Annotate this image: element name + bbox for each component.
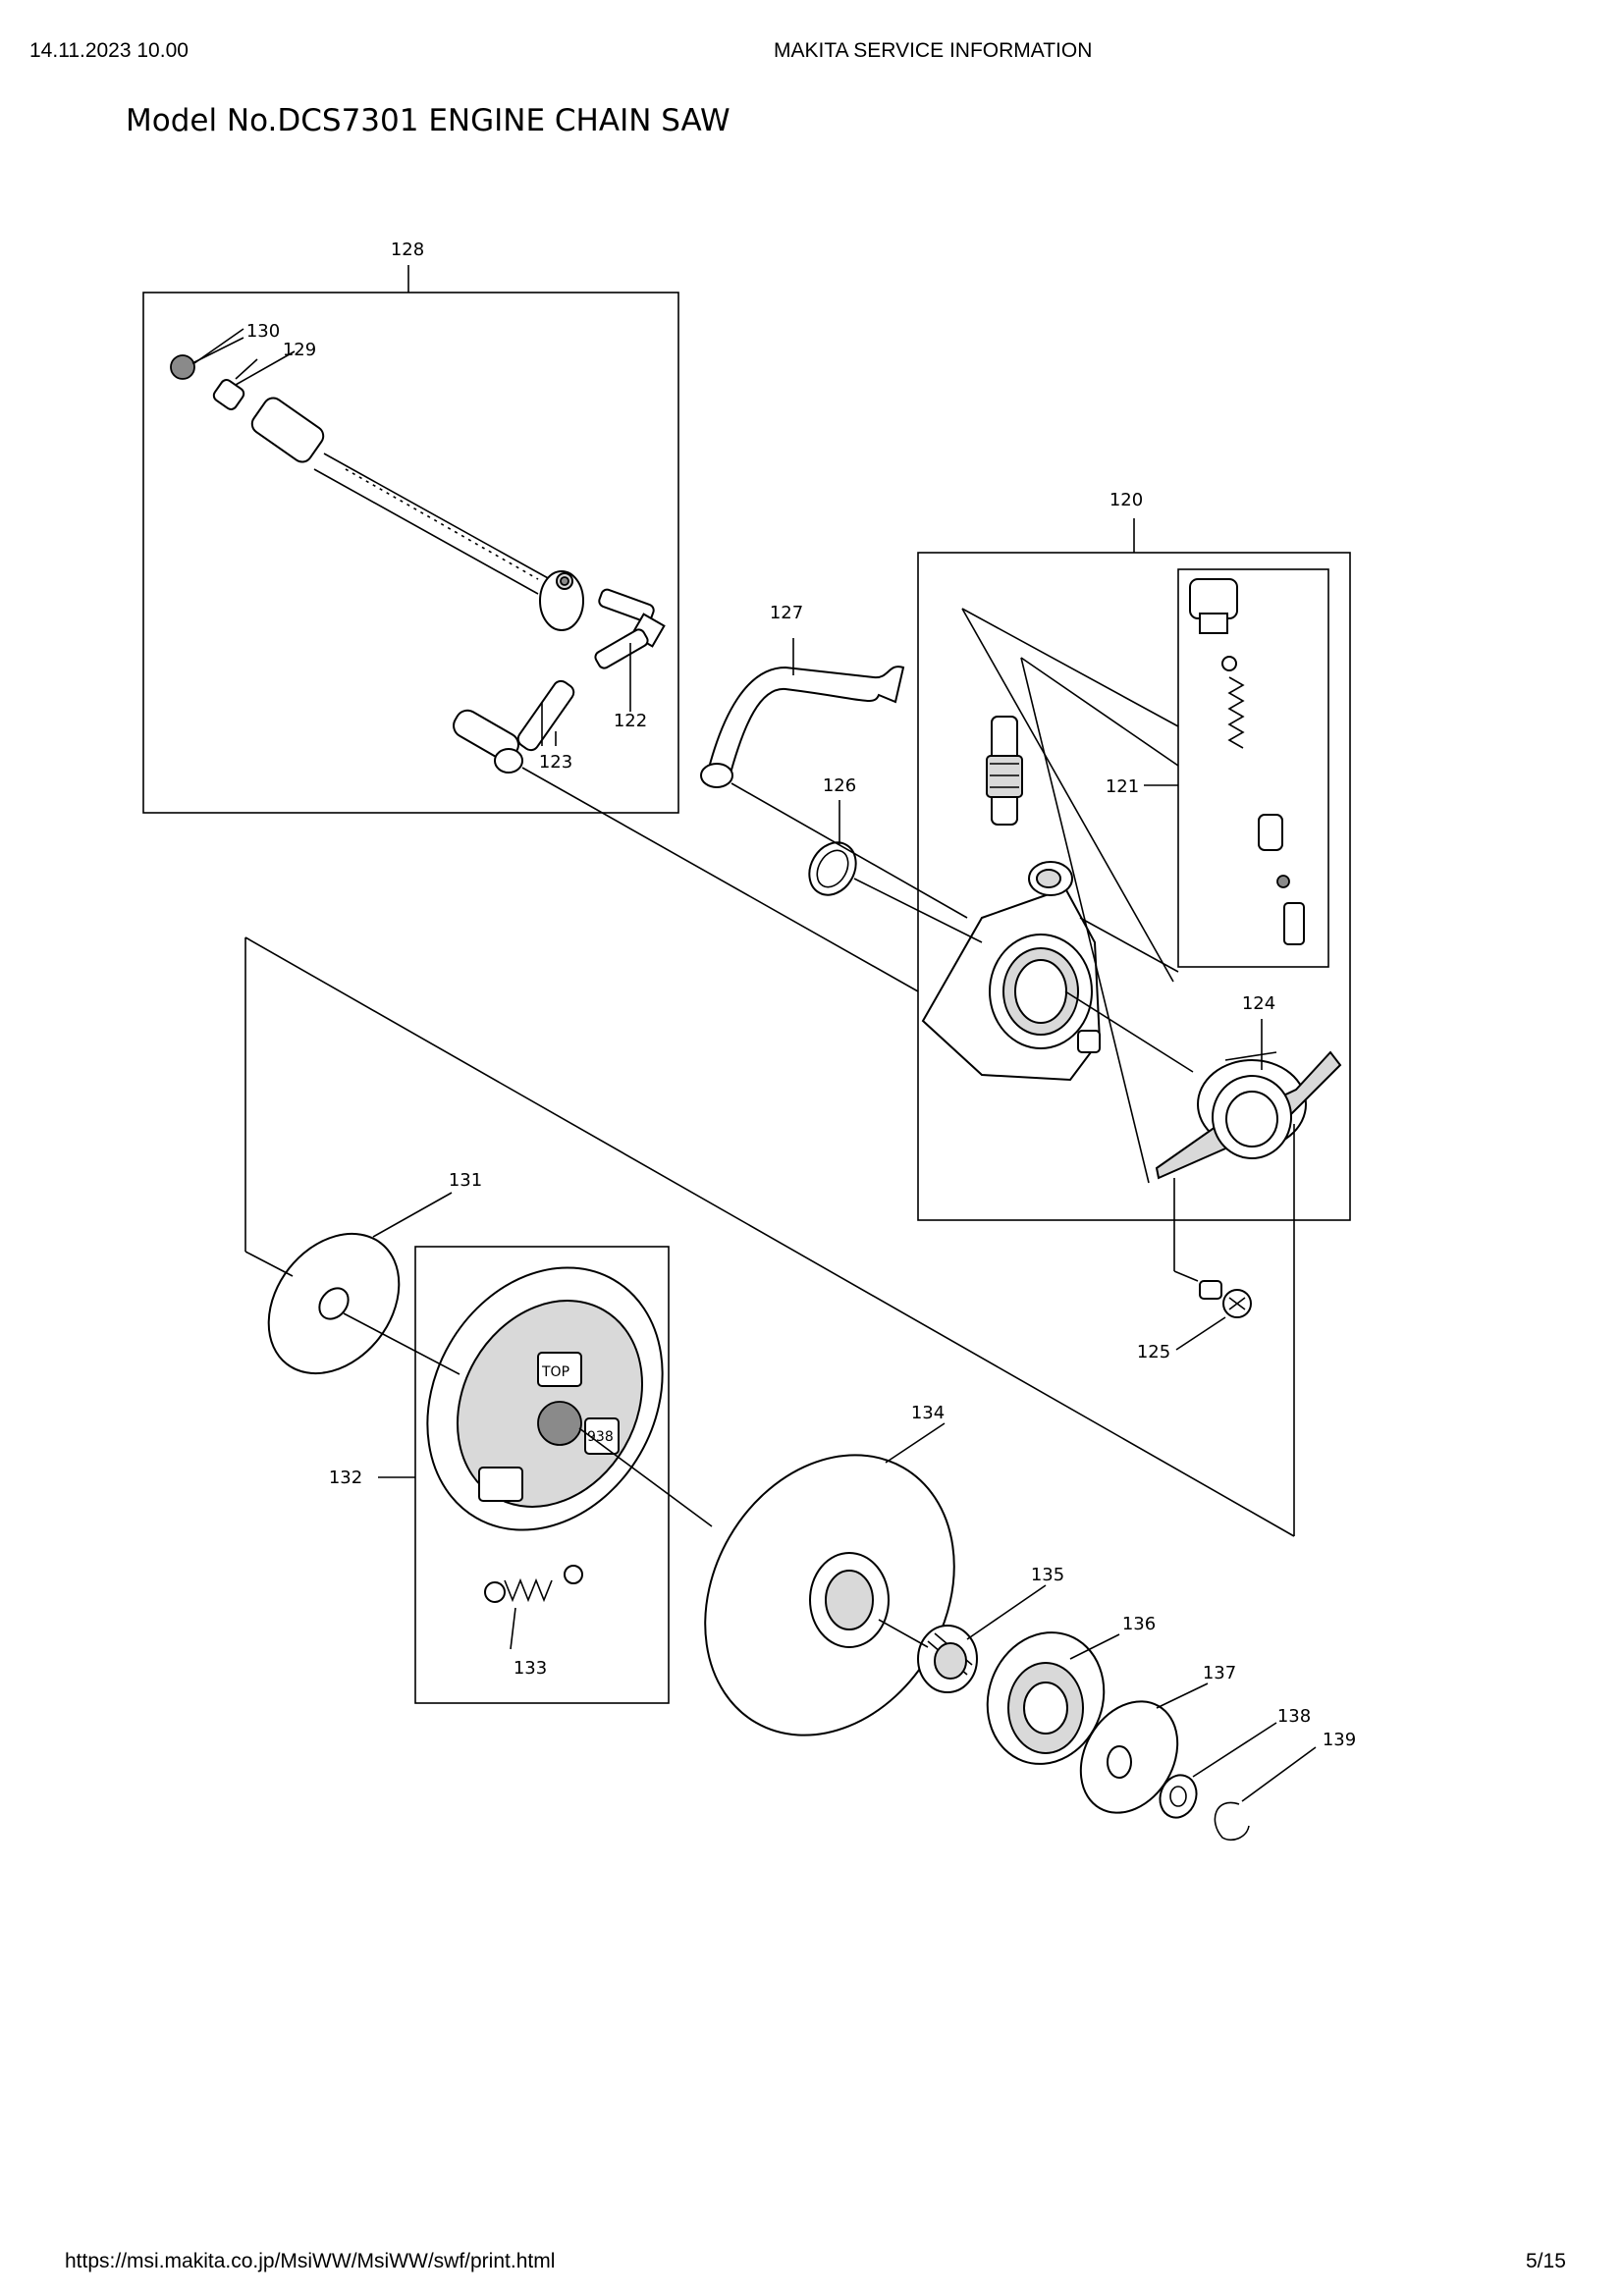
callout-127: 127: [770, 603, 803, 623]
needle-bearing-part-135: [917, 1625, 978, 1693]
o-ring-part-126: [808, 841, 857, 896]
callout-125: 125: [1137, 1342, 1170, 1362]
valve-parts: [1189, 578, 1305, 945]
assembly-lines: [244, 608, 1295, 1648]
callout-120: 120: [1109, 490, 1143, 510]
callout-130: 130: [246, 321, 280, 342]
header-source-title: MAKITA SERVICE INFORMATION: [774, 39, 1093, 62]
shoe-cc-mark: 938: [587, 1429, 614, 1445]
adjusting-bolt-part: [170, 328, 584, 631]
page-number: 5/15: [1526, 2250, 1566, 2272]
print-datetime: 14.11.2023 10.00: [29, 39, 189, 62]
callout-126: 126: [823, 775, 856, 796]
plunger-part: [986, 716, 1023, 826]
callout-134: 134: [911, 1403, 945, 1423]
callout-labels: 120 121 122 123 124 125 126 127 128 129 …: [246, 240, 1356, 1750]
spring-part-133: [484, 1565, 583, 1603]
washer-part-137: [1079, 1700, 1179, 1814]
washer-part-131: [267, 1232, 401, 1375]
oil-hose-part-127: [700, 666, 905, 788]
page-title: Model No.DCS7301 ENGINE CHAIN SAW: [126, 103, 730, 138]
clutch-box-132: [378, 1246, 670, 1704]
callout-139: 139: [1323, 1730, 1356, 1750]
callout-132: 132: [329, 1468, 362, 1488]
callout-138: 138: [1277, 1706, 1311, 1727]
callout-137: 137: [1203, 1663, 1236, 1683]
screw-part-125: [1199, 1280, 1252, 1318]
callout-121: 121: [1106, 776, 1139, 797]
callout-131: 131: [449, 1170, 482, 1191]
callout-135: 135: [1031, 1565, 1064, 1585]
callout-122: 122: [614, 711, 647, 731]
washer-part-138: [1159, 1774, 1198, 1819]
callout-129: 129: [283, 340, 316, 360]
callout-133: 133: [514, 1658, 547, 1679]
assembly-box-120: [917, 518, 1351, 1221]
footer-url: https://msi.makita.co.jp/MsiWW/MsiWW/swf…: [65, 2250, 556, 2272]
callout-124: 124: [1242, 993, 1275, 1014]
assembly-box-121: [1144, 568, 1329, 968]
worm-gear-part: [1155, 1050, 1342, 1180]
tube-part-123: [453, 679, 575, 774]
shoe-top-mark: TOP: [541, 1364, 569, 1380]
clutch-drum-part-134: [704, 1454, 955, 1736]
callout-leaders: [191, 337, 1317, 1802]
callout-123: 123: [539, 752, 572, 773]
adapter-part-122: [594, 588, 666, 712]
e-ring-part-139: [1214, 1801, 1250, 1842]
pump-body-part: [921, 861, 1102, 1082]
clutch-shoe-part: TOP 938: [426, 1266, 664, 1531]
assembly-box-128: [142, 265, 679, 814]
callout-136: 136: [1122, 1614, 1156, 1634]
sprocket-part-136: [986, 1631, 1106, 1765]
callout-128: 128: [391, 240, 424, 260]
